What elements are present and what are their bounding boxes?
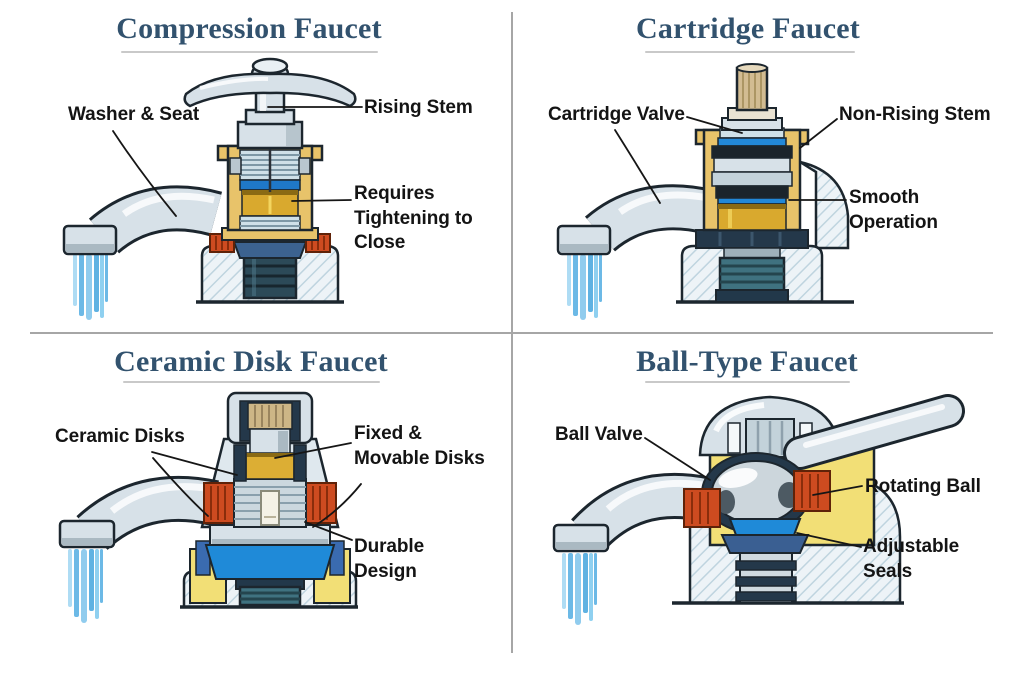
leader-ceramic-disks-lower: [152, 457, 209, 517]
compression-faucet-illustration: [62, 57, 363, 320]
label-ball-valve: Ball Valve: [555, 424, 643, 445]
leader-cartridge-valve-body: [614, 129, 661, 204]
cartridge-aerator: [556, 224, 612, 256]
leader-rotating-ball: [812, 485, 863, 496]
cartridge-water-stream: [567, 254, 602, 320]
quadrant-ball-type: Ball-Type Faucet: [512, 335, 1024, 683]
label-rotating-ball: Rotating Ball: [865, 476, 981, 497]
compression-spout: [88, 185, 223, 254]
leader-ceramic-disks-upper: [151, 451, 238, 476]
quadrant-cartridge: Cartridge Faucet: [512, 0, 1024, 334]
label-fixed-movable-disks: Fixed & Movable Disks: [354, 423, 485, 469]
compression-water-stream: [73, 254, 108, 320]
quadrant-title-ceramic-disk: Ceramic Disk Faucet: [114, 345, 388, 378]
cartridge-supply-thread: [715, 247, 789, 303]
leader-ball-valve: [644, 437, 711, 481]
ceramic-water-stream: [68, 549, 103, 623]
leader-durable-design: [304, 521, 353, 541]
ceramic-disk-faucet-illustration: [58, 391, 362, 623]
leader-washer-seat: [112, 130, 177, 217]
ball-adjustable-seals: [720, 518, 810, 554]
ceramic-disk-cartridge: [203, 478, 337, 528]
rotating-ball: [701, 452, 811, 534]
ball-type-faucet-illustration: [552, 394, 965, 625]
quadrant-ceramic-disk: Ceramic Disk Faucet: [0, 335, 512, 683]
title-underline: [645, 51, 855, 53]
ceramic-supply-thread: [235, 578, 305, 607]
ball-supply-thread: [735, 552, 797, 604]
quadrant-compression: Compression Faucet: [0, 0, 512, 334]
leader-adjustable-seals: [796, 532, 862, 548]
leader-requires-tightening: [291, 199, 352, 202]
label-ceramic-disks: Ceramic Disks: [55, 426, 185, 447]
quadrant-title-cartridge: Cartridge Faucet: [636, 12, 860, 45]
label-rising-stem: Rising Stem: [364, 97, 473, 118]
leader-fixed-disks: [274, 442, 352, 459]
title-underline: [123, 381, 380, 383]
ceramic-aerator: [58, 519, 116, 549]
cartridge-non-rising-stem: [721, 63, 783, 131]
leader-cartridge-valve: [686, 116, 743, 134]
title-underline: [121, 51, 378, 53]
label-washer-seat: Washer & Seat: [68, 104, 200, 125]
cartridge-faucet-illustration: [556, 63, 854, 320]
title-underline: [645, 381, 850, 383]
label-cartridge-valve: Cartridge Valve: [548, 104, 685, 125]
leader-non-rising-stem: [799, 118, 838, 149]
ball-aerator: [552, 523, 610, 553]
cartridge-valve-body: [694, 127, 810, 232]
quadrant-title-compression: Compression Faucet: [116, 12, 382, 45]
ball-adjusting-nuts: [683, 470, 831, 528]
leader-movable-disks: [312, 483, 362, 528]
ball-water-stream: [562, 553, 597, 625]
compression-valve-body: [216, 100, 324, 232]
cartridge-spout: [584, 184, 716, 252]
compression-handwheel: [183, 57, 357, 108]
quadrant-title-ball-type: Ball-Type Faucet: [636, 345, 858, 378]
cartridge-retaining-nut: [695, 229, 809, 249]
compression-rising-stem: [236, 90, 304, 150]
ceramic-cap-assembly: [226, 391, 314, 482]
label-non-rising-stem: Non-Rising Stem: [839, 104, 991, 125]
label-requires-tightening: Requires Tightening to Close: [354, 183, 473, 254]
label-smooth-operation: Smooth Operation: [849, 187, 938, 233]
label-adjustable-seals: Adjustable Seals: [863, 536, 960, 582]
compression-supply-thread: [242, 254, 298, 300]
ball-handle-lever: [783, 394, 965, 470]
divider-horizontal: [30, 332, 993, 334]
compression-aerator: [62, 224, 118, 256]
ceramic-seal-ring: [195, 540, 345, 580]
label-durable-design: Durable Design: [354, 536, 425, 582]
